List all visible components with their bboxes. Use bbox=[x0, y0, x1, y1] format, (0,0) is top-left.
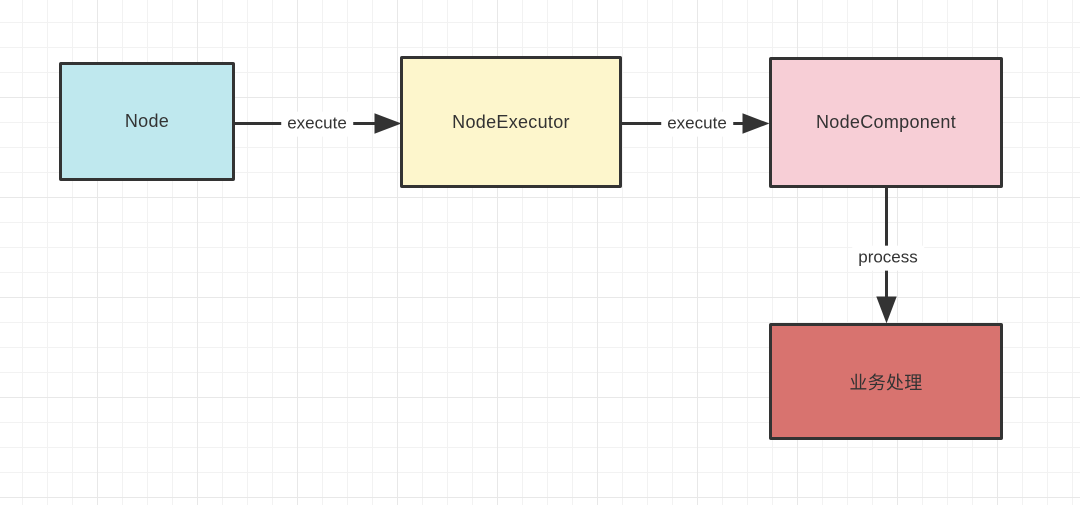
node-label-nodecomponent: NodeComponent bbox=[816, 112, 956, 132]
edge-label-execute-1: execute bbox=[281, 111, 353, 137]
node-shape-nodecomponent: NodeComponent bbox=[769, 57, 1003, 188]
node-label-node: Node bbox=[124, 111, 170, 131]
edge-execute-1-arrowhead-icon bbox=[374, 113, 402, 134]
edge-execute-2-arrowhead-icon bbox=[742, 113, 770, 134]
node-label-nodeexecutor: NodeExecutor bbox=[452, 111, 570, 132]
edge-process-arrowhead-icon bbox=[876, 296, 897, 324]
node-label-business-process: 业务处理 bbox=[849, 372, 923, 393]
node-shape-nodeexecutor: NodeExecutor bbox=[400, 56, 622, 188]
edge-label-execute-2: execute bbox=[661, 111, 733, 137]
edge-label-process: process bbox=[852, 245, 924, 271]
node-shape-business-process: 业务处理 bbox=[769, 323, 1003, 440]
node-shape-node: Node bbox=[59, 62, 235, 181]
